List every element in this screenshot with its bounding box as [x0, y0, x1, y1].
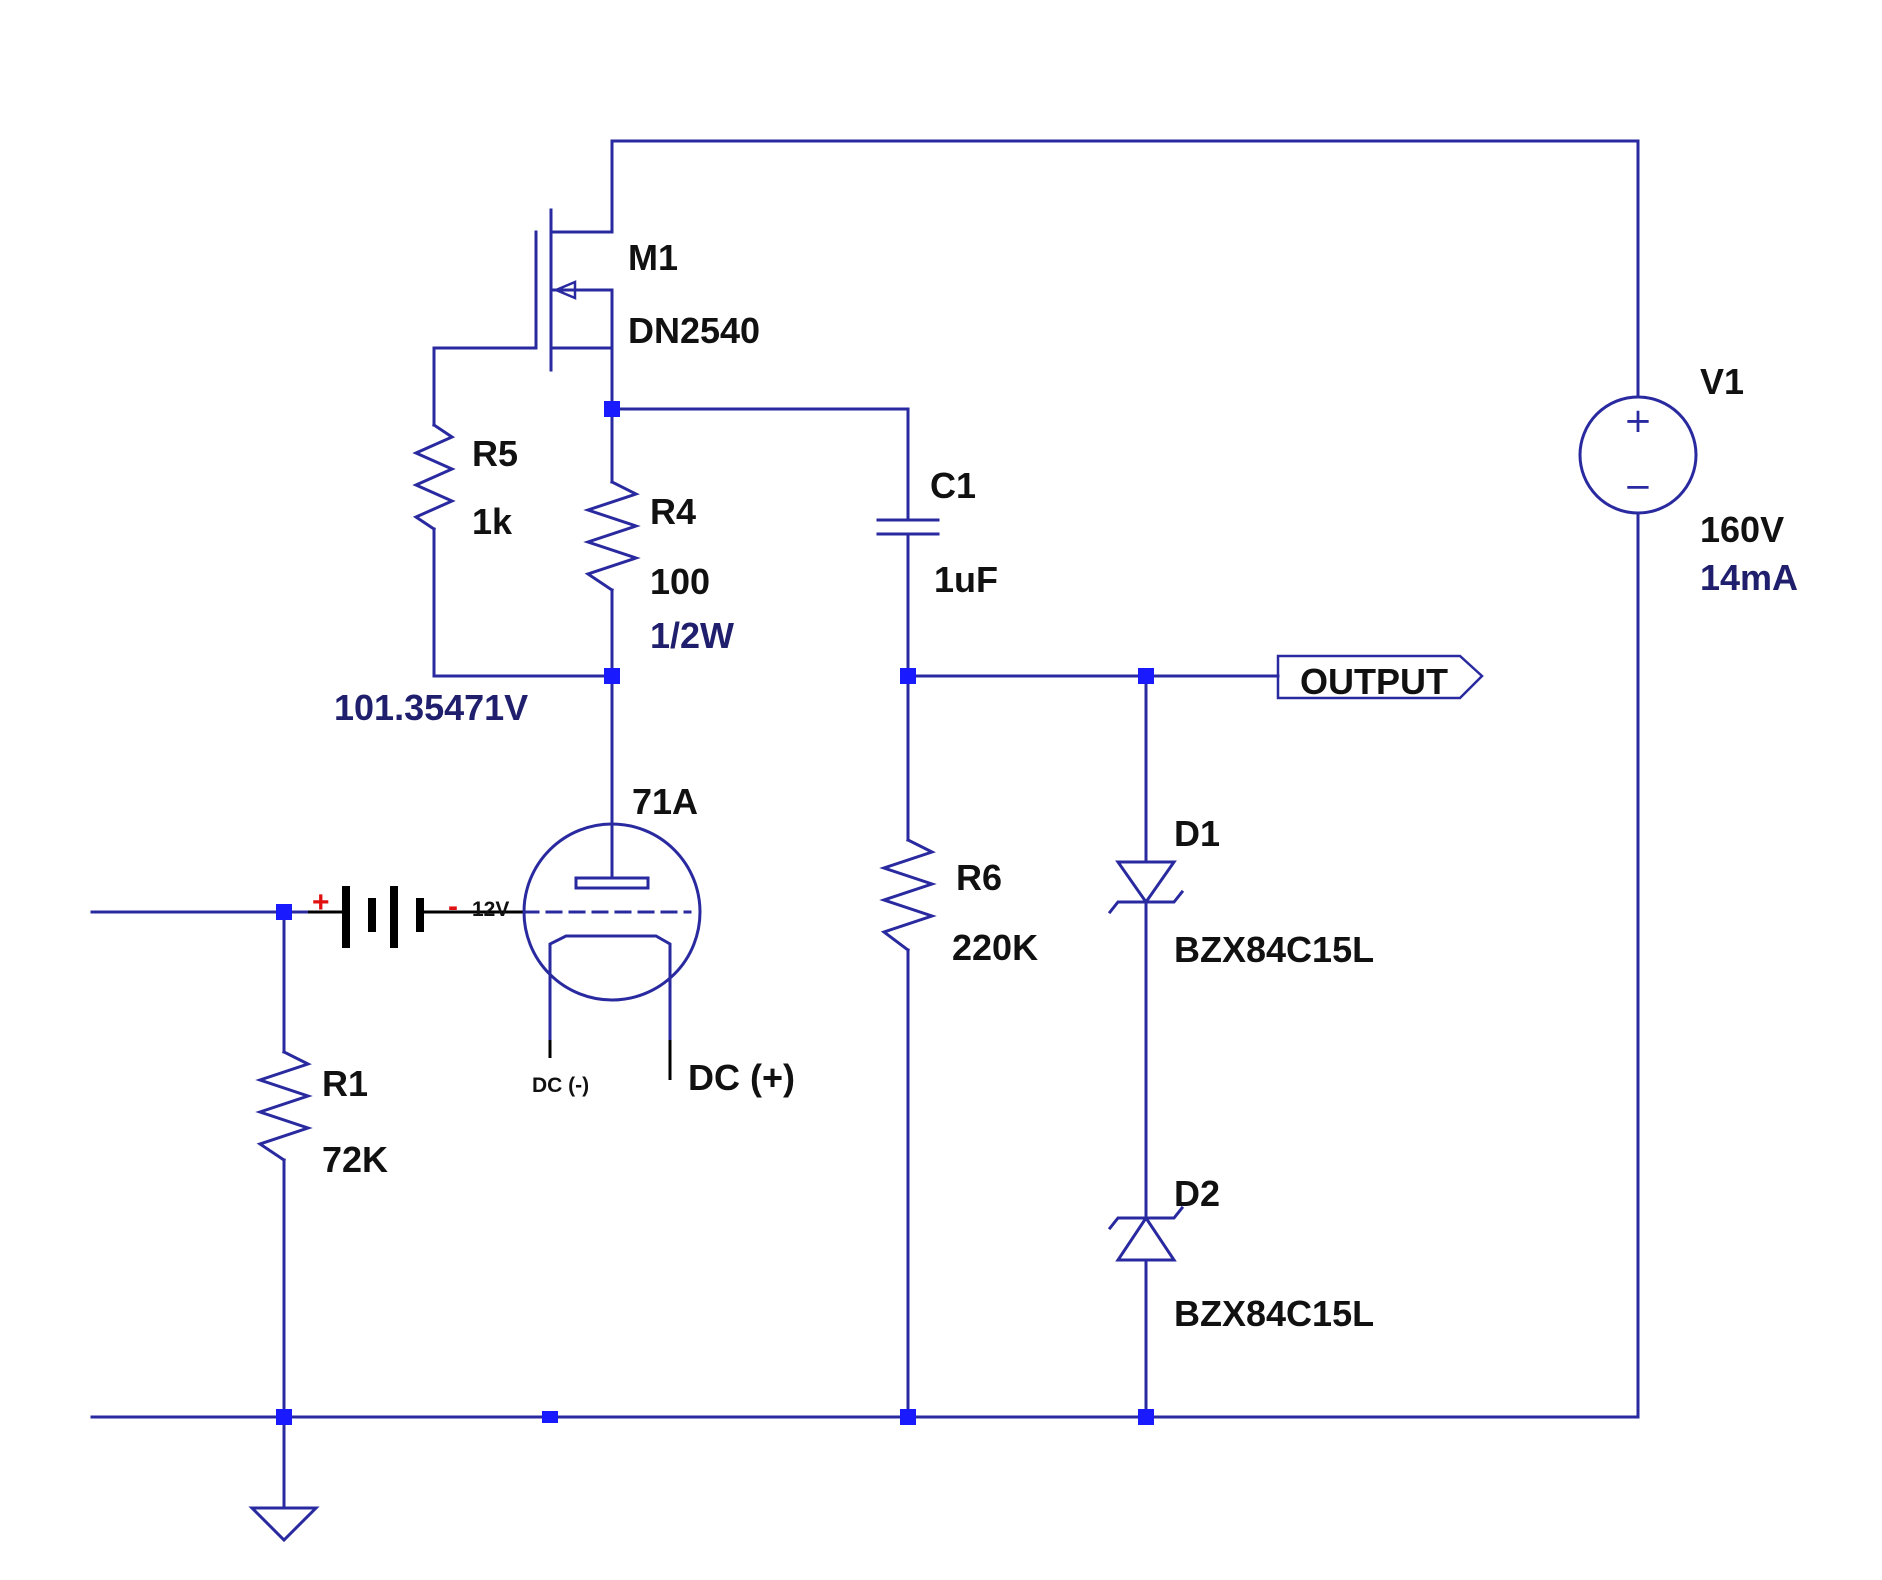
- wire-v1-return: [90, 511, 1640, 1419]
- c1-value: 1uF: [934, 559, 998, 600]
- d1-part: BZX84C15L: [1174, 929, 1374, 970]
- resistor-r6: [879, 837, 937, 953]
- r5-ref: R5: [472, 433, 518, 474]
- resistor-r5: [412, 422, 456, 532]
- voltage-source-v1: + −: [1578, 395, 1698, 515]
- triode-tube-71a: [522, 822, 702, 1080]
- v1-voltage: 160V: [1700, 509, 1784, 550]
- v1-ref: V1: [1700, 361, 1744, 402]
- v1-minus-sign: −: [1624, 467, 1653, 507]
- r6-value: 220K: [952, 927, 1038, 968]
- mosfet-m1: [534, 208, 614, 372]
- v1-plus-sign: +: [1624, 401, 1653, 441]
- filament-pos-label: DC (+): [688, 1057, 795, 1098]
- v1-current: 14mA: [1700, 557, 1798, 598]
- wire-m1-gate: [432, 346, 538, 427]
- r1-ref: R1: [322, 1063, 368, 1104]
- junction-source: [604, 401, 620, 417]
- bias-voltage: 12V: [472, 898, 509, 921]
- junction-c1: [900, 668, 916, 684]
- wire-top-rail: [610, 139, 1640, 399]
- battery-minus-sign: -: [448, 890, 458, 923]
- junction-ground-mid: [542, 1411, 558, 1423]
- junctions: [276, 401, 1154, 1425]
- c1-ref: C1: [930, 465, 976, 506]
- junction-zener: [1138, 668, 1154, 684]
- r1-value: 72K: [322, 1139, 388, 1180]
- resistor-r4: [583, 479, 641, 593]
- junction-ground-d2: [1138, 1409, 1154, 1425]
- zener-d2: [1107, 1205, 1185, 1262]
- ground-symbol: [248, 1506, 320, 1543]
- r5-value: 1k: [472, 501, 513, 542]
- resistor-r1: [255, 1049, 313, 1163]
- d1-ref: D1: [1174, 813, 1220, 854]
- r6-ref: R6: [956, 857, 1002, 898]
- r4-rating: 1/2W: [650, 615, 734, 656]
- capacitor-c1: [876, 518, 940, 536]
- tube-type: 71A: [632, 781, 698, 822]
- output-label: OUTPUT: [1300, 661, 1448, 702]
- node-voltage: 101.35471V: [334, 687, 528, 728]
- junction-ground-r1: [276, 1409, 292, 1425]
- d2-part: BZX84C15L: [1174, 1293, 1374, 1334]
- junction-ground-r6: [900, 1409, 916, 1425]
- junction-plate: [604, 668, 620, 684]
- bias-battery: [308, 886, 524, 948]
- output-flag: [1276, 654, 1484, 700]
- battery-plus-sign: +: [312, 886, 330, 919]
- wire-r5-bottom: [432, 527, 614, 678]
- wire-to-c1: [610, 407, 910, 522]
- r4-ref: R4: [650, 491, 696, 532]
- m1-part: DN2540: [628, 310, 760, 351]
- r4-value: 100: [650, 561, 710, 602]
- m1-ref: M1: [628, 237, 678, 278]
- junction-input: [276, 904, 292, 920]
- filament-neg-label: DC (-): [532, 1074, 589, 1097]
- d2-ref: D2: [1174, 1173, 1220, 1214]
